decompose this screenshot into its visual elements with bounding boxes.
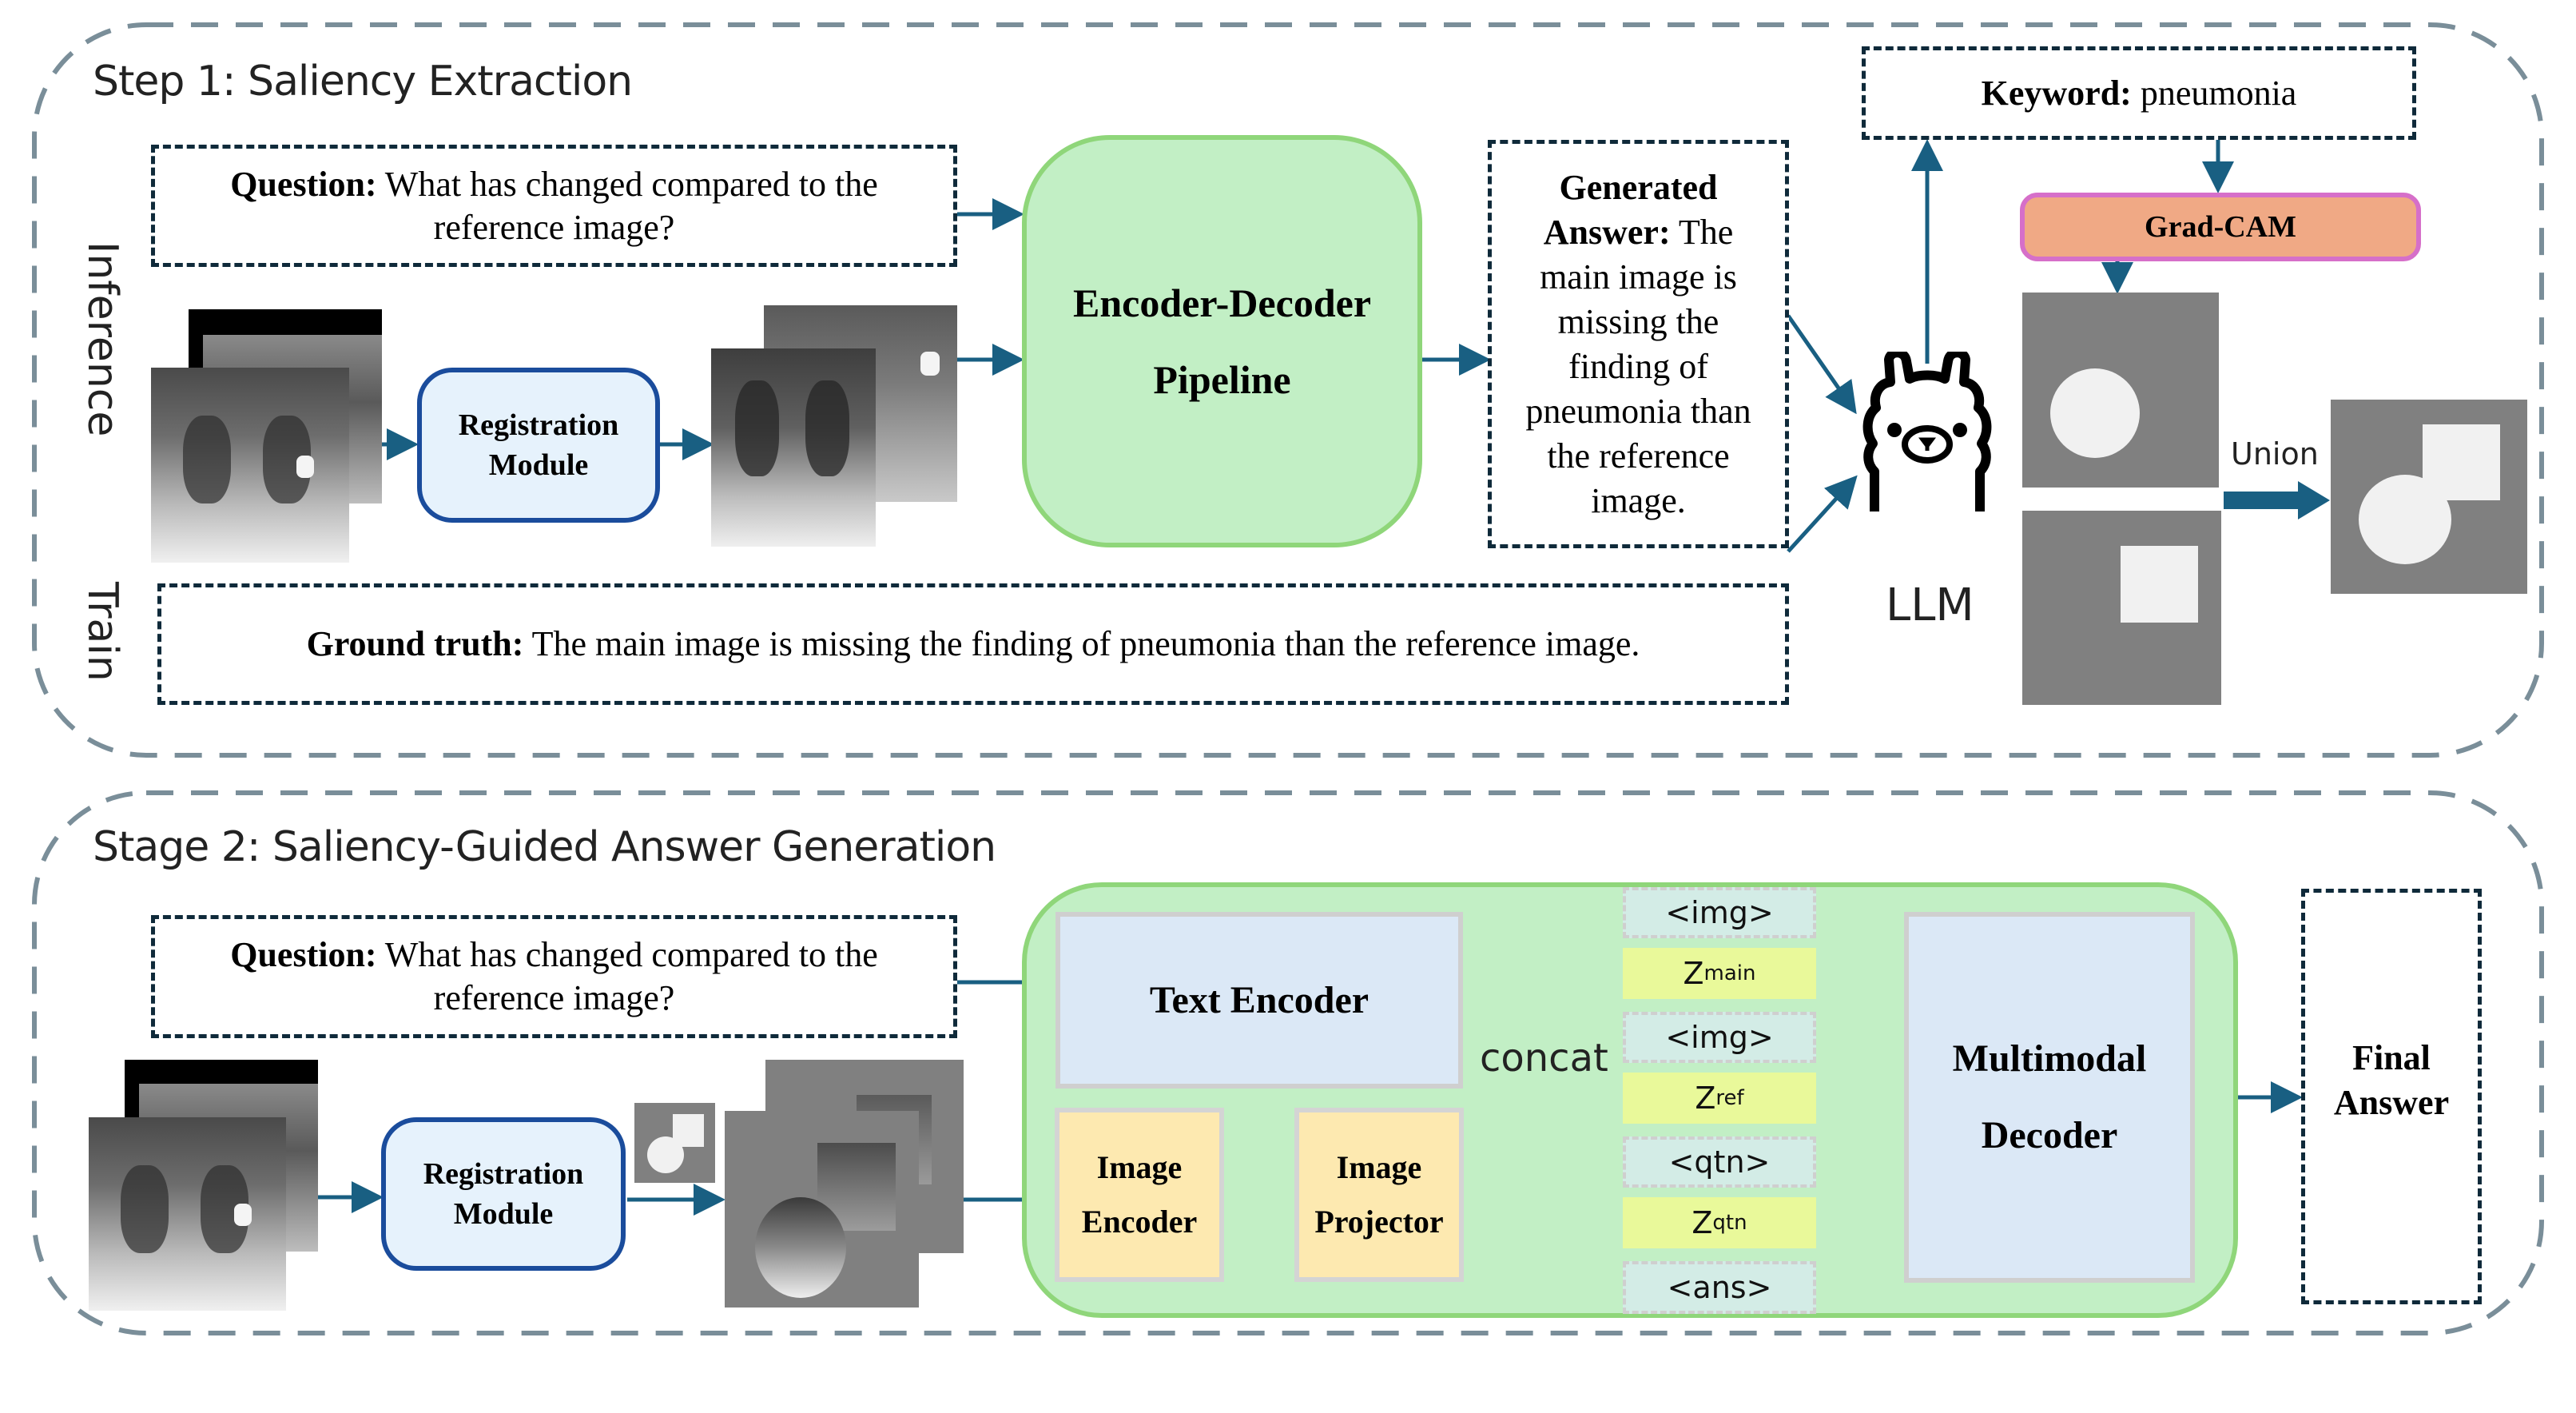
token-sub: ref [1715, 1086, 1744, 1110]
chest-xray-main [151, 368, 349, 563]
concat-label: concat [1480, 1036, 1608, 1081]
token-base: Z [1695, 1081, 1716, 1116]
llama-icon [1862, 352, 1992, 511]
ground-truth-text: Ground truth: The main image is missing … [275, 623, 1672, 666]
pacemaker-icon [296, 456, 314, 478]
question2-label: Question: [230, 935, 377, 974]
question2-text: Question: What has changed compared to t… [155, 933, 953, 1020]
token-text: <img> [1665, 895, 1774, 930]
image-projector-line1: Image [1336, 1149, 1422, 1185]
union-label: Union [2231, 436, 2319, 472]
token-sub: qtn [1712, 1211, 1747, 1235]
generated-answer-label: Generated Answer: [1543, 167, 1718, 252]
question-body: What has changed compared to the referen… [376, 164, 878, 247]
generated-answer-text: Generated Answer: The main image is miss… [1492, 165, 1785, 523]
keyword-value: pneumonia [2131, 73, 2297, 113]
token-ans: <ans> [1623, 1261, 1816, 1314]
image-projector-line2: Projector [1314, 1204, 1444, 1240]
train-label: Train [78, 582, 126, 682]
question-label: Question: [230, 164, 377, 204]
text-encoder: Text Encoder [1055, 912, 1463, 1089]
arrow-groundtruth-to-llm [1787, 475, 1858, 553]
masked-xray-main [725, 1111, 919, 1308]
masked-circle-region [755, 1197, 846, 1298]
generated-answer-body: The main image is missing the finding of… [1525, 212, 1751, 520]
pacemaker-icon [920, 352, 940, 376]
step1-title: Step 1: Saliency Extraction [93, 58, 633, 105]
token-img-main: <img> [1623, 887, 1816, 938]
mask-square [2022, 511, 2221, 705]
token-base: Z [1691, 1205, 1713, 1240]
mask-union [2331, 400, 2527, 594]
token-text: <img> [1665, 1020, 1774, 1055]
token-text: <qtn> [1668, 1144, 1771, 1180]
registration-line1: Registration [458, 408, 619, 442]
registration2-line1: Registration [423, 1157, 584, 1191]
keyword-label: Keyword: [1981, 73, 2132, 113]
registration-line2: Module [488, 448, 589, 482]
token-qtn: <qtn> [1623, 1136, 1816, 1188]
token-img-ref: <img> [1623, 1012, 1816, 1063]
question2-body: What has changed compared to the referen… [376, 935, 878, 1017]
pacemaker-icon [234, 1204, 252, 1226]
thumb-circle [647, 1136, 684, 1173]
ground-truth-box: Ground truth: The main image is missing … [157, 583, 1789, 705]
stage2-title: Stage 2: Saliency-Guided Answer Generati… [93, 823, 996, 871]
arrow-answer-to-llm [1786, 314, 1857, 415]
circle-region [2050, 368, 2140, 458]
question-text: Question: What has changed compared to t… [155, 163, 953, 249]
token-sub: main [1703, 961, 1756, 985]
llm-label: LLM [1886, 579, 1974, 631]
keyword-box: Keyword: pneumonia [1862, 46, 2416, 140]
encdec-line2: Pipeline [1153, 357, 1291, 402]
final-answer-line1: Final [2352, 1038, 2431, 1077]
chest-xray-main-2 [89, 1117, 286, 1311]
square-region [2121, 546, 2198, 623]
grad-cam-box: Grad-CAM [2020, 193, 2421, 261]
image-encoder-line2: Encoder [1081, 1204, 1198, 1240]
question2-box: Question: What has changed compared to t… [151, 915, 957, 1038]
decoder-line2: Decoder [1981, 1114, 2118, 1156]
ground-truth-body: The main image is missing the finding of… [523, 624, 1640, 663]
encdec-line1: Encoder-Decoder [1072, 281, 1372, 325]
grad-cam-label: Grad-CAM [2145, 210, 2296, 244]
token-text: <ans> [1667, 1270, 1772, 1305]
mask-circle [2022, 293, 2219, 488]
registration2-line2: Module [453, 1197, 554, 1231]
ground-truth-label: Ground truth: [306, 624, 524, 663]
text-encoder-label: Text Encoder [1149, 979, 1369, 1021]
arrow-union-head [2298, 481, 2330, 519]
saliency-mask-thumbnail [634, 1103, 715, 1183]
generated-answer-box: Generated Answer: The main image is miss… [1488, 140, 1789, 548]
registered-xray-main [711, 348, 876, 547]
image-encoder-line1: Image [1096, 1149, 1183, 1185]
inference-label: Inference [78, 241, 126, 437]
question-box: Question: What has changed compared to t… [151, 145, 957, 267]
final-answer-line2: Answer [2333, 1083, 2450, 1122]
decoder-line1: Multimodal [1952, 1037, 2147, 1080]
union-circle-region [2359, 475, 2451, 564]
keyword-text: Keyword: pneumonia [1950, 72, 2329, 115]
token-base: Z [1683, 956, 1704, 991]
